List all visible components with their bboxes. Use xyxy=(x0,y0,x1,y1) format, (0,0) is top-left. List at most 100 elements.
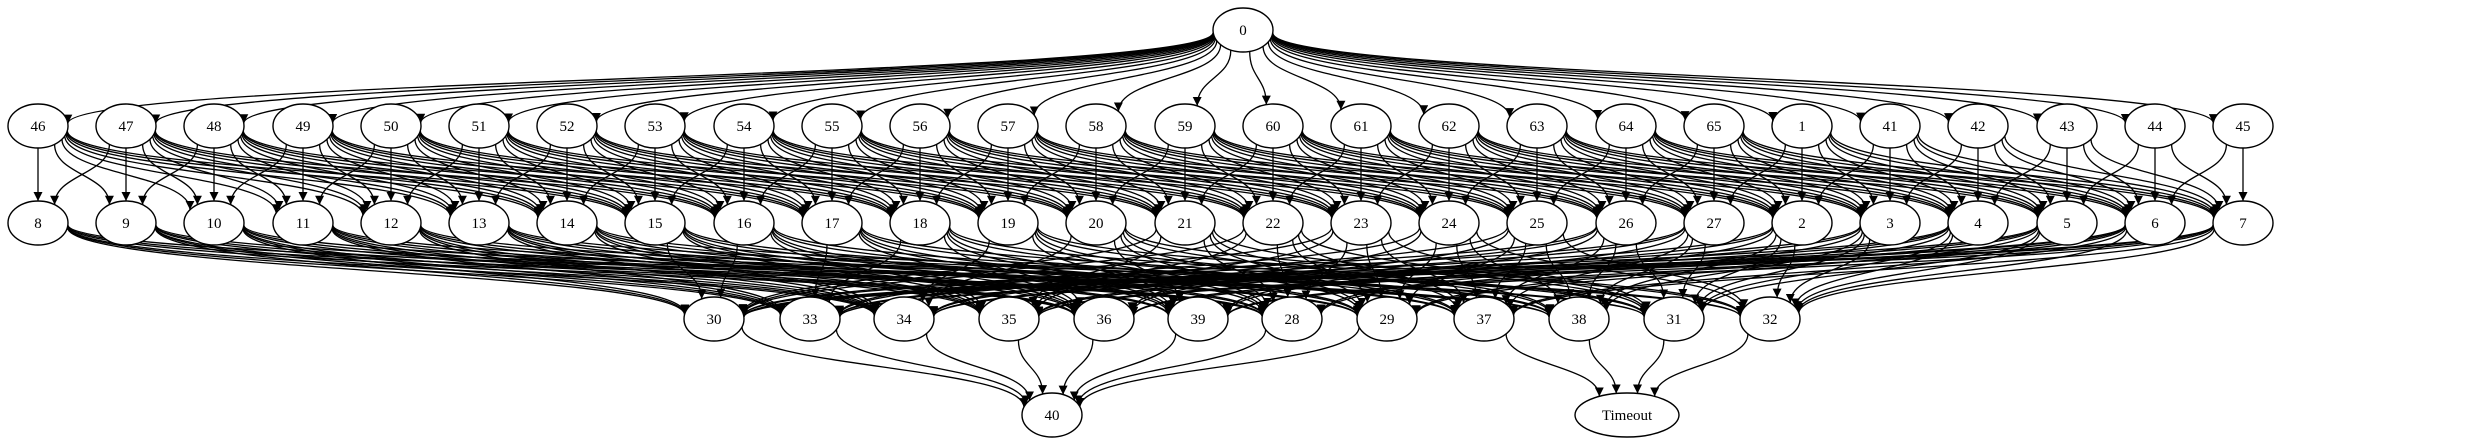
node-41: 41 xyxy=(1859,103,1921,149)
node-11: 11 xyxy=(272,200,334,246)
edge-0-to-59 xyxy=(1192,50,1232,106)
edge-39-to-40 xyxy=(1069,333,1177,401)
node-label: 25 xyxy=(1530,216,1545,232)
node-label: 47 xyxy=(119,119,135,135)
node-label: Timeout xyxy=(1602,408,1653,424)
node-31: 31 xyxy=(1643,296,1705,342)
node-label: 12 xyxy=(384,216,399,232)
node-ellipse xyxy=(1154,200,1216,246)
edge-15-to-30 xyxy=(666,243,707,299)
edge-0-to-57 xyxy=(1029,40,1218,116)
node-12: 12 xyxy=(360,200,422,246)
node-48: 48 xyxy=(183,103,245,149)
edge-44-to-5 xyxy=(2079,144,2140,205)
node-5: 5 xyxy=(2036,200,2098,246)
node-62: 62 xyxy=(1418,103,1480,149)
node-29: 29 xyxy=(1356,296,1418,342)
edge-18-to-39 xyxy=(946,232,1176,310)
node-64: 64 xyxy=(1595,103,1657,149)
node-label: 31 xyxy=(1667,312,1682,328)
node-ellipse xyxy=(978,296,1040,342)
node-label: 54 xyxy=(737,119,753,135)
edge-0-to-43 xyxy=(1271,33,2042,123)
edge-62-to-23 xyxy=(1373,144,1434,205)
node-ellipse xyxy=(1167,296,1229,342)
edge-49-to-10 xyxy=(226,144,287,205)
node-ellipse xyxy=(448,200,510,246)
node-ellipse xyxy=(1021,392,1083,438)
node-ellipse xyxy=(801,200,863,246)
node-19: 19 xyxy=(977,200,1039,246)
node-44: 44 xyxy=(2124,103,2186,149)
node-ellipse xyxy=(1242,103,1304,149)
node-label: 58 xyxy=(1089,119,1104,135)
node-label: 62 xyxy=(1442,119,1457,135)
node-ellipse xyxy=(713,200,775,246)
node-ellipse xyxy=(713,103,775,149)
edge-9-to-30 xyxy=(154,227,690,315)
edge-29-to-40 xyxy=(1075,326,1360,408)
node-label: 21 xyxy=(1178,216,1193,232)
node-ellipse xyxy=(977,103,1039,149)
edge-18-to-36 xyxy=(943,235,1085,307)
edge-23-to-30 xyxy=(739,227,1333,315)
edge-64-to-25 xyxy=(1549,144,1610,205)
node-ellipse xyxy=(1356,296,1418,342)
node-ellipse xyxy=(779,296,841,342)
node-label: 50 xyxy=(384,119,399,135)
node-label: 34 xyxy=(897,312,913,328)
node-label: 26 xyxy=(1619,216,1635,232)
edge-16-to-30 xyxy=(716,244,738,298)
edge-28-to-40 xyxy=(1073,329,1267,405)
node-30: 30 xyxy=(683,296,745,342)
edge-50-to-11 xyxy=(315,144,376,205)
node-63: 63 xyxy=(1506,103,1568,149)
node-21: 21 xyxy=(1154,200,1216,246)
node-label: 3 xyxy=(1886,216,1894,232)
edge-51-to-12 xyxy=(403,144,464,205)
edge-1-to-27 xyxy=(1726,144,1787,205)
edge-10-to-30 xyxy=(242,228,690,314)
edge-17-to-36 xyxy=(858,232,1082,310)
edge-45-to-6 xyxy=(2167,144,2228,205)
node-ellipse xyxy=(1261,296,1323,342)
node-38: 38 xyxy=(1548,296,1610,342)
node-33: 33 xyxy=(779,296,841,342)
node-label: 37 xyxy=(1477,312,1493,328)
node-40: 40 xyxy=(1021,392,1083,438)
node-ellipse xyxy=(448,103,510,149)
node-label: 33 xyxy=(803,312,818,328)
node-25: 25 xyxy=(1506,200,1568,246)
node-ellipse xyxy=(1595,103,1657,149)
node-ellipse xyxy=(889,103,951,149)
node-label: 32 xyxy=(1763,312,1778,328)
edge-42-to-3 xyxy=(1902,144,1963,205)
node-61: 61 xyxy=(1330,103,1392,149)
node-ellipse xyxy=(1418,103,1480,149)
node-ellipse xyxy=(1683,103,1745,149)
edge-15-to-29 xyxy=(683,226,1362,316)
node-7: 7 xyxy=(2212,200,2274,246)
edge-0-to-61 xyxy=(1262,46,1346,110)
node-ellipse xyxy=(1330,103,1392,149)
node-28: 28 xyxy=(1261,296,1323,342)
node-36: 36 xyxy=(1073,296,1135,342)
edge-33-to-40 xyxy=(835,329,1031,405)
edge-6-to-30 xyxy=(739,224,2126,318)
edge-0-to-62 xyxy=(1267,41,1429,115)
node-26: 26 xyxy=(1595,200,1657,246)
node-ellipse xyxy=(977,200,1039,246)
edge-0-to-42 xyxy=(1271,33,1953,123)
node-label: 10 xyxy=(207,216,222,232)
node-timeout: Timeout xyxy=(1574,392,1680,438)
node-label: 0 xyxy=(1239,23,1247,39)
node-label: 42 xyxy=(1971,119,1986,135)
node-label: 45 xyxy=(2236,119,2251,135)
node-14: 14 xyxy=(536,200,598,246)
node-label: 59 xyxy=(1178,119,1193,135)
node-49: 49 xyxy=(272,103,334,149)
node-ellipse xyxy=(1073,296,1135,342)
node-ellipse xyxy=(1859,200,1921,246)
node-9: 9 xyxy=(95,200,157,246)
node-label: 11 xyxy=(296,216,310,232)
